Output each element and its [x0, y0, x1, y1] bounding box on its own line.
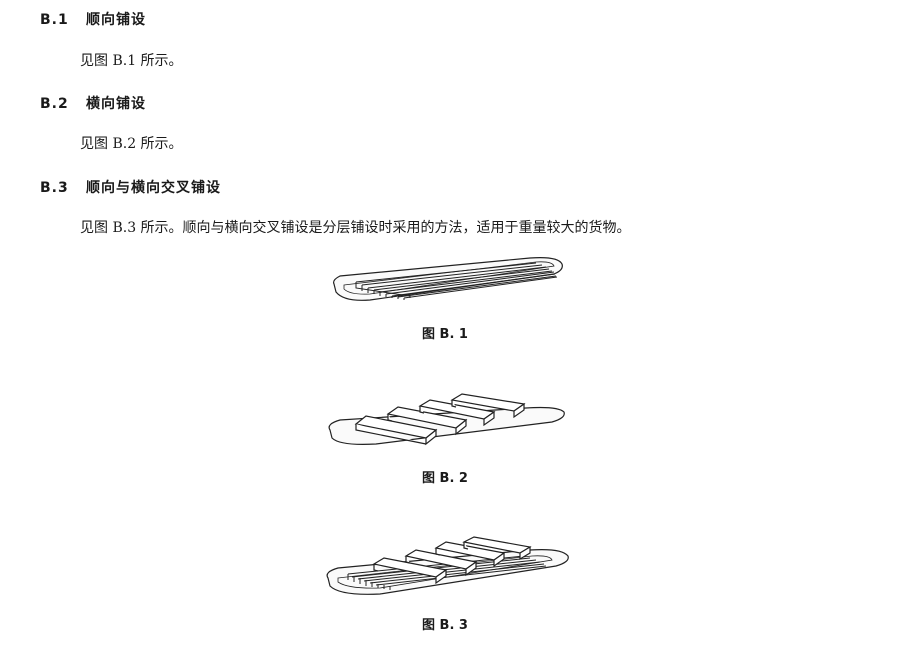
- section-heading-b3: B.3 顺向与横向交叉铺设: [40, 177, 221, 197]
- figure-caption-b2: 图 B. 2: [422, 471, 468, 486]
- section-heading-b2: B.2 横向铺设: [40, 93, 146, 113]
- figure-caption-b1: 图 B. 1: [422, 327, 468, 342]
- figure-b3-illustration: [324, 536, 572, 602]
- section-heading-b1: B.1 顺向铺设: [40, 9, 146, 29]
- section-text-b3: 见图 B.3 所示。顺向与横向交叉铺设是分层铺设时采用的方法，适用于重量较大的货…: [80, 220, 631, 236]
- section-text-b1: 见图 B.1 所示。: [80, 53, 183, 69]
- section-number: B.2: [40, 96, 69, 112]
- section-title: 顺向与横向交叉铺设: [86, 180, 221, 196]
- section-title: 顺向铺设: [86, 12, 146, 28]
- figure-caption-b3: 图 B. 3: [422, 618, 468, 633]
- figure-b2-illustration: [326, 392, 568, 450]
- figure-b1-illustration: [330, 252, 570, 312]
- section-title: 横向铺设: [86, 96, 146, 112]
- section-number: B.3: [40, 180, 69, 196]
- section-text-b2: 见图 B.2 所示。: [80, 136, 183, 152]
- section-number: B.1: [40, 12, 69, 28]
